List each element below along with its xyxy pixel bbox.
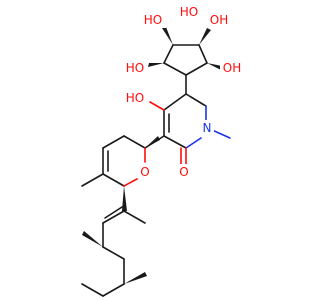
oh-left-label: HO [126,61,144,75]
pyran-stereo-wedge [145,136,160,148]
nitrogen-label: N [203,121,212,135]
oh-top-left-label: HO [144,13,162,27]
oh-top-mid-label: HO [180,5,198,19]
sidechain-methyl-wedge-1 [82,231,103,247]
carbonyl-bond [180,147,187,165]
ring-methyl-bond [81,173,104,187]
oh-pyridone-label: HO [126,91,144,105]
dihydropyran-ring [102,135,165,187]
sidechain-methyl-wedge-2 [124,272,147,284]
pyridone-oh-bond [149,101,165,111]
pyridone-ring [163,74,207,149]
n-methyl-bond [211,129,231,139]
oh-right-label: OH [223,61,241,75]
oh-top-right-label: OH [210,13,228,27]
cyclopentane-ring [163,44,208,76]
ring-oxygen-label: O [140,165,149,179]
carbonyl-oxygen-label: O [179,165,188,179]
cyclopentane-hydroxyl-bonds [148,27,222,70]
atom-labels: HO HO OH HO OH HO N O O [122,4,244,180]
sidechain-stereo-wedge [122,186,127,211]
side-chain [81,206,146,297]
chemical-structure-diagram: HO HO OH HO OH HO N O O [81,4,244,297]
